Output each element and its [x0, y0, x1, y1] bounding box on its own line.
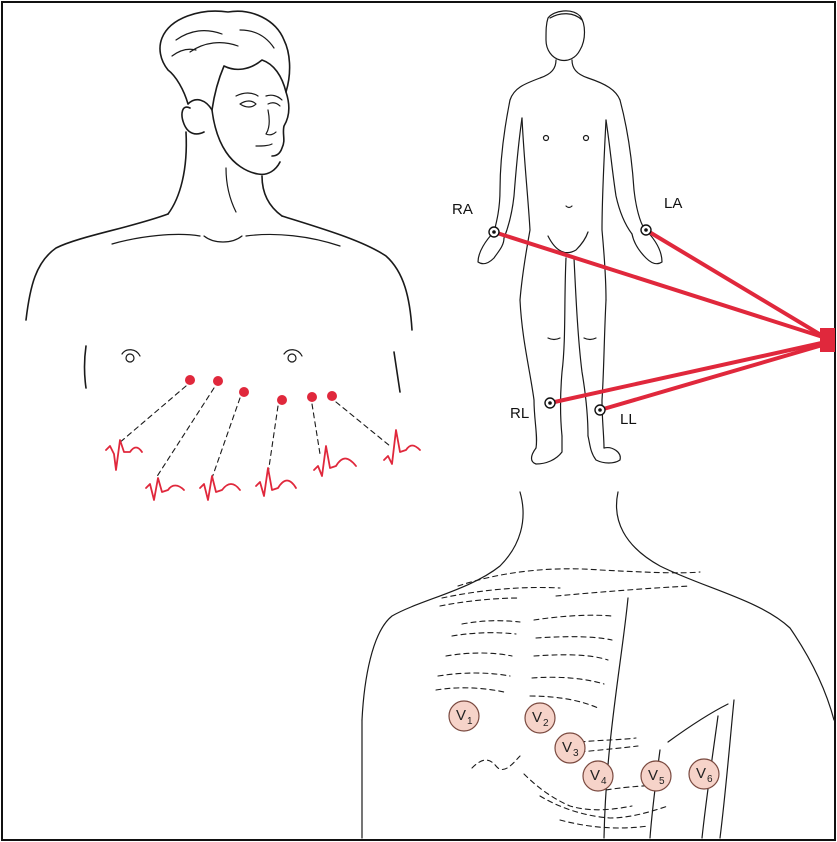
- rl-label: RL: [510, 405, 529, 422]
- svg-text:V: V: [648, 767, 658, 784]
- ra-label: RA: [452, 201, 473, 218]
- svg-text:V: V: [562, 739, 572, 756]
- la-label: LA: [664, 195, 682, 212]
- lead-v4: V 4: [583, 761, 613, 791]
- svg-text:5: 5: [659, 776, 665, 787]
- lead-v5: V 5: [641, 761, 671, 791]
- svg-text:4: 4: [601, 776, 607, 787]
- svg-text:3: 3: [573, 748, 579, 759]
- chest-electrode: [185, 375, 195, 385]
- chest-electrode: [277, 395, 287, 405]
- chest-electrode: [307, 392, 317, 402]
- svg-text:6: 6: [707, 774, 713, 785]
- lead-v1: V 1: [449, 701, 479, 731]
- lead-v6: V 6: [689, 759, 719, 789]
- svg-text:1: 1: [467, 716, 473, 727]
- svg-text:2: 2: [543, 718, 549, 729]
- ecg-machine-connector-icon: [820, 328, 835, 352]
- chest-electrode: [327, 391, 337, 401]
- svg-text:V: V: [456, 707, 466, 724]
- svg-text:V: V: [532, 709, 542, 726]
- svg-text:V: V: [590, 767, 600, 784]
- lead-v2: V 2: [525, 703, 555, 733]
- svg-text:V: V: [696, 765, 706, 782]
- chest-electrode: [239, 387, 249, 397]
- lead-v3: V 3: [555, 733, 585, 763]
- ll-label: LL: [620, 411, 637, 428]
- chest-electrode: [213, 376, 223, 386]
